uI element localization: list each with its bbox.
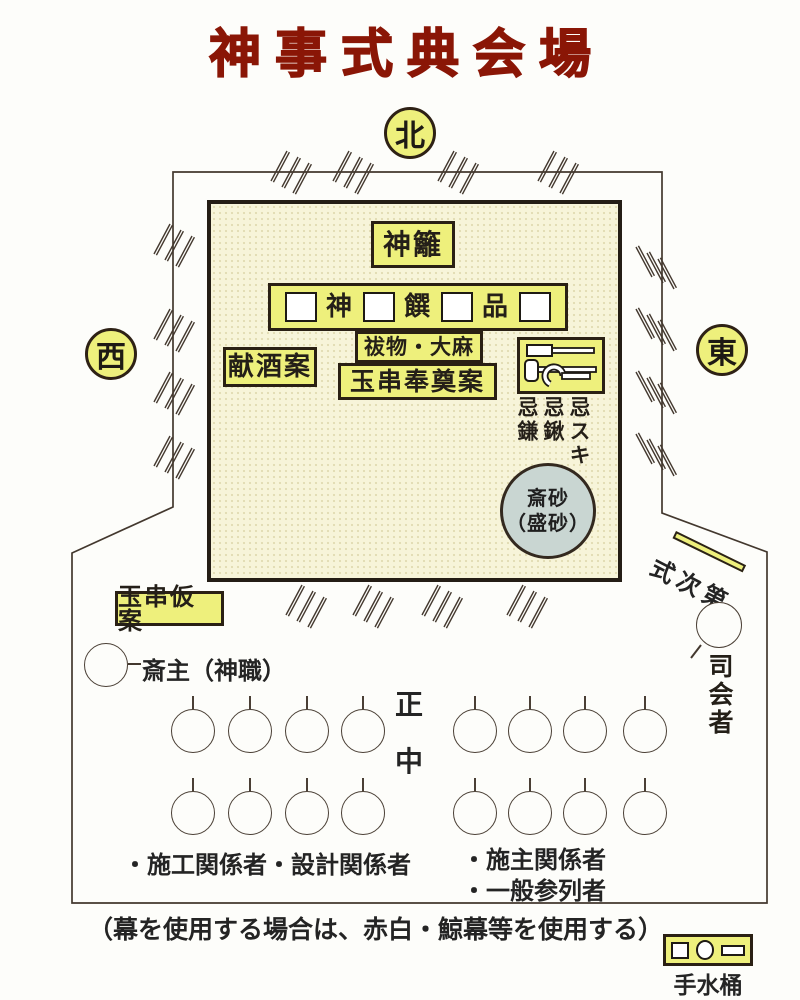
chozu-oke-label: 手水桶 — [673, 973, 743, 999]
tamagushi-hoten-label-box: 玉串奉奠案 — [338, 363, 497, 400]
shinsen-char-3: 品 — [481, 292, 510, 322]
chozu-oke-box — [663, 934, 753, 966]
left-group-seat — [341, 709, 385, 753]
tamagushi-hoten-label: 玉串奉奠案 — [349, 367, 485, 396]
seat-stem — [192, 696, 194, 709]
haraimono-label: 祓物・大麻 — [364, 334, 474, 359]
seat-stem — [644, 778, 646, 791]
shikaisha-label: 司会者 — [705, 653, 734, 737]
left-group-seat — [341, 791, 385, 835]
shinsen-char-2: 饌 — [403, 292, 432, 322]
left-group-seat — [171, 709, 215, 753]
left-group-seat — [171, 791, 215, 835]
seichu-center-line-label: 正 中 — [391, 683, 427, 780]
right-group-seat — [508, 709, 552, 753]
seat-stem — [306, 696, 308, 709]
seat-stem — [192, 778, 194, 791]
seichu-top-char: 正 — [394, 688, 423, 721]
seat-stem — [529, 696, 531, 709]
chozu-square-icon — [671, 941, 689, 959]
shinsen-offering-table: 神 饌 品 — [268, 283, 568, 331]
seat-stem — [362, 778, 364, 791]
imi-kuwa-label: 忌鍬 — [541, 396, 565, 444]
right-group-label-2: ・一般参列者 — [462, 877, 606, 905]
imi-kama-label: 忌鎌 — [515, 396, 539, 444]
imisuna-sand-mound: 斎砂 （盛砂） — [500, 463, 596, 559]
compass-east-label: 東 — [707, 336, 737, 371]
left-group-seat — [285, 791, 329, 835]
left-group-seat — [228, 791, 272, 835]
haraimono-label-box: 祓物・大麻 — [355, 331, 483, 363]
seat-stem — [474, 696, 476, 709]
seat-stem — [584, 696, 586, 709]
kenshuan-label-box: 献酒案 — [223, 347, 317, 387]
curtain-note: （幕を使用する場合は、赤白・鯨幕等を使用する） — [88, 915, 664, 944]
seat-stem — [249, 778, 251, 791]
tamagushi-karian-label-box: 玉串仮案 — [115, 585, 224, 633]
seichu-bottom-char: 中 — [394, 745, 423, 778]
offering-slot — [285, 292, 317, 322]
compass-north-label: 北 — [395, 119, 425, 154]
seat-stem — [529, 778, 531, 791]
right-group-seat — [623, 709, 667, 753]
himorogi-label-box: 神籬 — [371, 221, 455, 268]
imisuna-label-line2: （盛砂） — [506, 511, 590, 535]
seat-stem — [644, 696, 646, 709]
imi-tools-box — [517, 337, 605, 394]
tamagushi-karian-label: 玉串仮案 — [118, 582, 196, 635]
seat-stem — [474, 778, 476, 791]
compass-west-label: 西 — [96, 340, 126, 375]
chozu-circle-icon — [695, 940, 715, 960]
page-title: 神事式典会場 — [208, 23, 605, 86]
offering-slot — [518, 292, 551, 322]
right-group-seat — [563, 709, 607, 753]
kenshuan-label: 献酒案 — [227, 352, 312, 382]
seat-stem — [306, 778, 308, 791]
compass-west-badge: 西 — [85, 328, 137, 380]
right-group-seat — [623, 791, 667, 835]
imisuna-label-line1: 斎砂 — [527, 486, 569, 510]
shinsen-char-1: 神 — [325, 292, 354, 322]
saishu-seat-circle — [84, 643, 128, 687]
right-group-label-1: ・施主関係者 — [462, 846, 606, 874]
left-group-seat — [285, 709, 329, 753]
saishu-label: 斎主（神職） — [142, 657, 286, 685]
shikaisha-seat-circle — [696, 602, 742, 648]
imi-tools-labels: 忌鎌 忌鍬 忌スキ — [515, 396, 591, 468]
compass-east-badge: 東 — [696, 324, 748, 376]
right-group-seat — [508, 791, 552, 835]
offering-slot — [362, 292, 395, 322]
imi-suki-label: 忌スキ — [567, 396, 591, 468]
right-group-seat — [453, 709, 497, 753]
seat-stem — [584, 778, 586, 791]
right-group-seat — [453, 791, 497, 835]
chozu-ladle-icon — [721, 944, 745, 956]
left-group-seat — [228, 709, 272, 753]
seat-stem — [362, 696, 364, 709]
imi-tools-icon — [524, 344, 597, 388]
left-group-label: ・施工関係者・設計関係者 — [123, 851, 411, 879]
right-group-seat — [563, 791, 607, 835]
himorogi-label: 神籬 — [382, 227, 443, 261]
compass-north-badge: 北 — [384, 107, 436, 159]
offering-slot — [440, 292, 473, 322]
seat-stem — [249, 696, 251, 709]
